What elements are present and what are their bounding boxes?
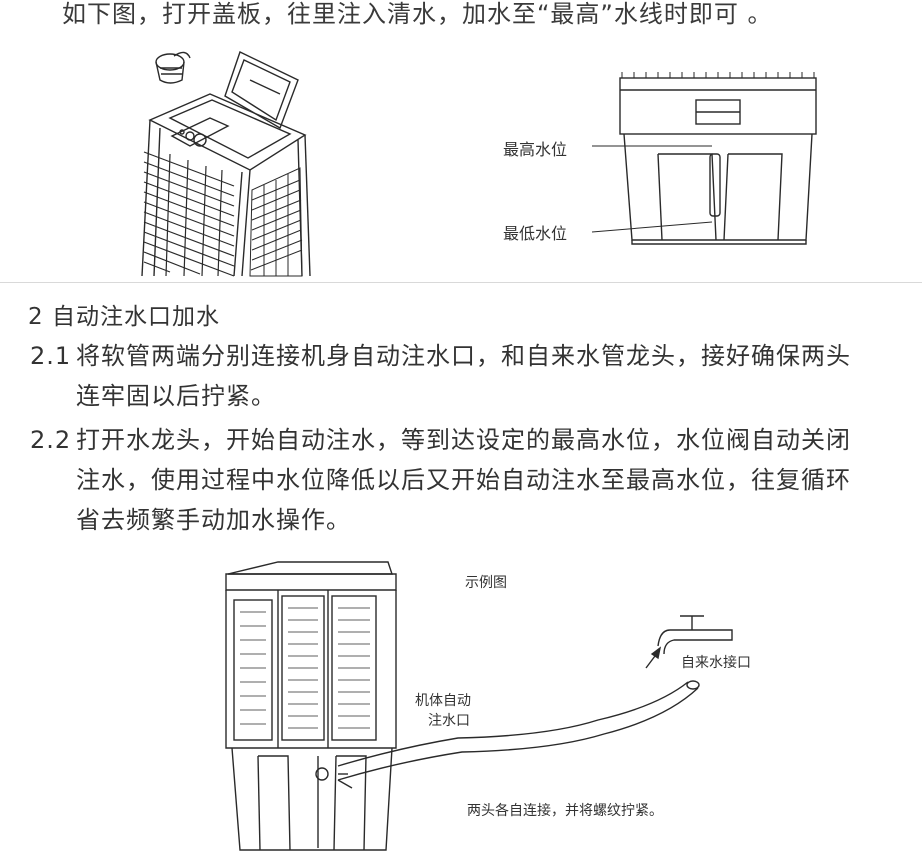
figure-caption: 示例图 — [465, 575, 507, 591]
step-number: 2.1 — [30, 342, 72, 370]
min-level-label: 最低水位 — [503, 224, 568, 243]
step-text: 将软管两端分别连接机身自动注水口，和自来水管龙头，接好确保两头 — [76, 342, 851, 370]
machine-inlet-label-line2: 注水口 — [428, 713, 470, 729]
step-text: 省去频繁手动加水操作。 — [76, 506, 351, 534]
auto-fill-illustration — [225, 561, 733, 851]
step-number: 2.2 — [30, 426, 72, 454]
step-text: 打开水龙头，开始自动注水，等到达设定的最高水位，水位阀自动关闭 — [76, 426, 851, 454]
water-tank-diagram — [591, 72, 817, 245]
section-title: 2 自动注水口加水 — [28, 304, 220, 330]
cooler-fill-illustration — [141, 51, 311, 277]
step-text: 注水，使用过程中水位降低以后又开始自动注水至最高水位，往复循环 — [76, 466, 851, 494]
connection-note: 两头各自连接，并将螺纹拧紧。 — [467, 803, 663, 819]
intro-text: 如下图，打开盖板，往里注入清水，加水至“最高”水线时即可 。 — [62, 0, 773, 28]
step-2-1: 2.1 将软管两端分别连接机身自动注水口，和自来水管龙头，接好确保两头 连牢固以… — [30, 336, 910, 420]
step-text: 连牢固以后拧紧。 — [76, 382, 276, 410]
step-2-2: 2.2 打开水龙头，开始自动注水，等到达设定的最高水位，水位阀自动关闭 注水，使… — [30, 420, 910, 544]
machine-inlet-label-line1: 机体自动 — [415, 693, 471, 709]
max-level-label: 最高水位 — [503, 140, 568, 159]
tap-inlet-label: 自来水接口 — [681, 655, 751, 671]
section-divider — [0, 282, 922, 283]
